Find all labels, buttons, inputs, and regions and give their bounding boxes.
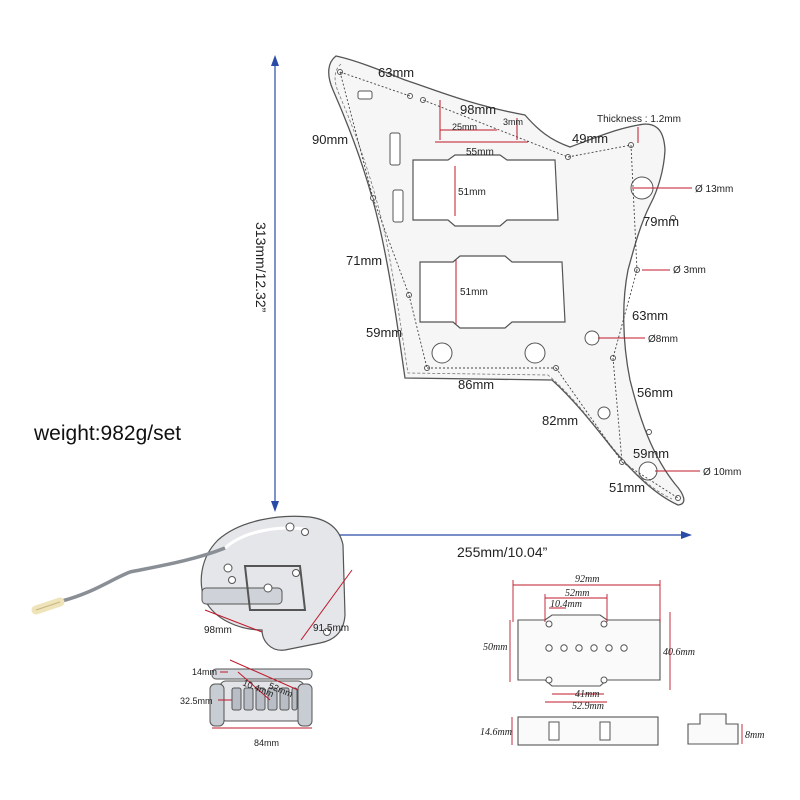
tremolo-depth-label: 91.5mm	[313, 623, 349, 634]
slot-label-small: 3mm	[503, 117, 523, 127]
pickup-side-height-label: 14.6mm	[480, 727, 512, 738]
pickup-side-view	[517, 716, 659, 746]
weight-label: weight:982g/set	[34, 422, 182, 445]
slot-1	[357, 90, 373, 100]
pickguard	[328, 55, 700, 506]
pickup-pole-spacing-label: 10.4mm	[550, 599, 582, 610]
tremolo-arm	[61, 546, 226, 603]
bridge	[209, 668, 313, 727]
bridge-height-label: 14mm	[192, 667, 217, 677]
hole-8mm	[584, 330, 600, 346]
hole-label-3mm: Ø 3mm	[673, 265, 706, 276]
pickup-height-label: 50mm	[483, 642, 507, 653]
slot-3	[392, 189, 404, 223]
thickness-label: Thickness : 1.2mm	[597, 114, 681, 125]
edge-label-left-lower: 59mm	[366, 325, 402, 340]
edge-label-bottom: 86mm	[458, 377, 494, 392]
hole-label-13mm: Ø 13mm	[695, 184, 733, 195]
hole-10mm	[638, 461, 658, 481]
jack-hole-2	[524, 342, 546, 364]
pickup-cover-height-label: 40.6mm	[663, 647, 695, 658]
overall-width-dimension	[322, 531, 692, 539]
pickup-inner-length-label: 41mm	[575, 689, 599, 700]
edge-label-right-lower: 56mm	[637, 385, 673, 400]
switch-hole	[597, 406, 611, 420]
edge-label-upper-right: 49mm	[572, 131, 608, 146]
edge-label-lower-diag: 82mm	[542, 413, 578, 428]
edge-label-left-mid: 71mm	[346, 253, 382, 268]
jack-hole-1	[431, 342, 453, 364]
hole-label-8mm: Ø8mm	[648, 334, 678, 345]
pickup-2-height-label: 51mm	[460, 287, 488, 298]
tremolo-unit	[31, 515, 346, 651]
pickup-pole-span-label: 52mm	[565, 588, 589, 599]
overall-height-label: 313mm/12.32”	[253, 222, 269, 313]
hole-label-10mm: Ø 10mm	[703, 467, 741, 478]
tremolo-width-label: 98mm	[204, 625, 232, 636]
pickup-total-length-label: 92mm	[575, 574, 599, 585]
bridge-depth-label: 32.5mm	[180, 696, 213, 706]
pickup-mount-length-label: 52.9mm	[572, 701, 604, 712]
pickup-opening-1	[412, 154, 559, 227]
slot-2	[389, 132, 401, 166]
edge-label-top-left: 63mm	[378, 65, 414, 80]
edge-label-left-upper: 90mm	[312, 132, 348, 147]
pickup-1-height-label: 51mm	[458, 187, 486, 198]
edge-label-bottom-right: 59mm	[633, 446, 669, 461]
pickup-cover	[517, 614, 661, 687]
pickup-end-height-label: 8mm	[745, 730, 764, 741]
bridge-width-label: 84mm	[254, 738, 279, 748]
pickup-drawing	[509, 580, 743, 746]
edge-label-right-mid: 63mm	[632, 308, 668, 323]
edge-label-top-mid: 98mm	[460, 102, 496, 117]
overall-height-dimension	[271, 55, 279, 512]
slot-label-width: 55mm	[466, 147, 494, 158]
slot-label-offset: 25mm	[452, 122, 477, 132]
pickup-opening-2	[419, 255, 566, 329]
edge-label-right-upper: 79mm	[643, 214, 679, 229]
edge-label-bottom-tip: 51mm	[609, 480, 645, 495]
pickup-end-view	[687, 713, 739, 745]
overall-width-label: 255mm/10.04”	[457, 544, 548, 560]
